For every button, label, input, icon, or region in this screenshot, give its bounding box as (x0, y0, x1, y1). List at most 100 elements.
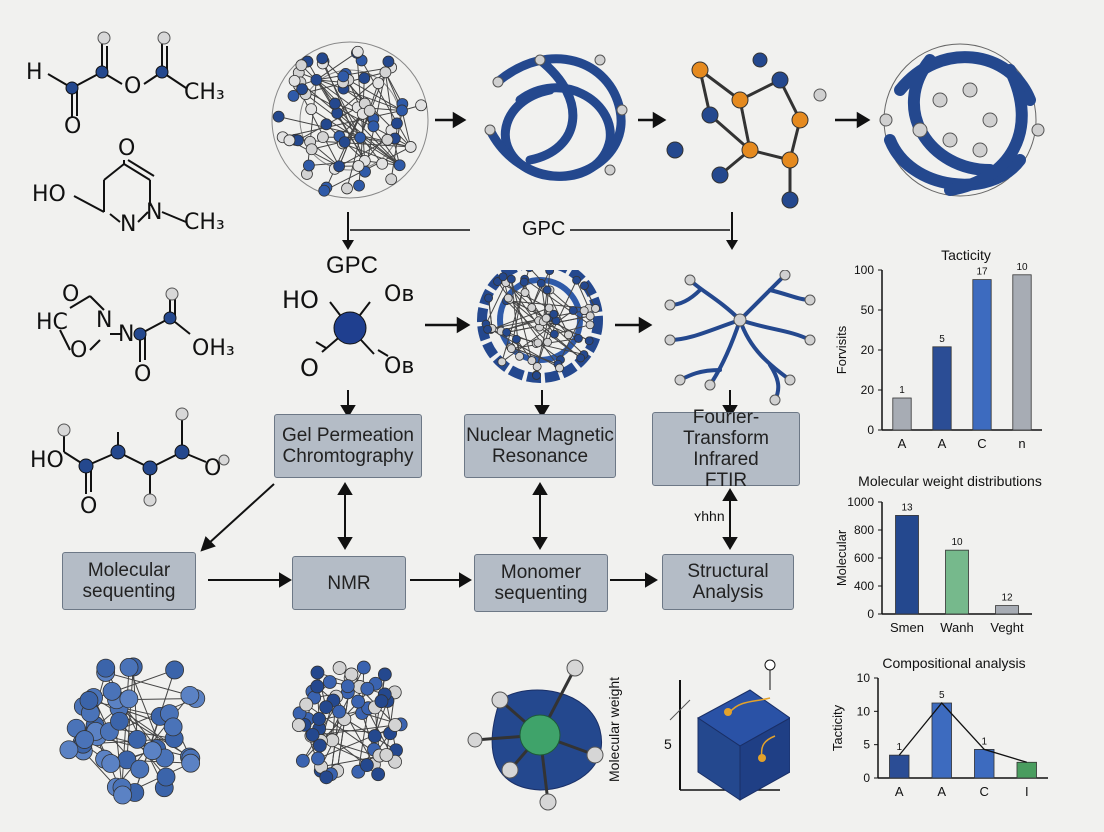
molecular-sequencing-box[interactable]: Molecular sequenting (62, 552, 196, 610)
x-tick-label: A (938, 436, 947, 451)
bar (974, 749, 995, 779)
data-label: 10 (1016, 262, 1028, 273)
bead (113, 785, 133, 805)
bead (532, 371, 541, 380)
bead (338, 136, 351, 148)
bead (549, 309, 559, 319)
bead (545, 270, 555, 275)
gpc-method-box[interactable]: Gel Permeation Chromtography (274, 414, 422, 478)
bead (329, 97, 341, 110)
bead (498, 272, 508, 282)
bead (585, 320, 595, 330)
bead (305, 727, 320, 742)
bead (283, 134, 296, 147)
bead (127, 730, 147, 749)
bar (932, 346, 952, 431)
bead (333, 160, 346, 173)
bead (385, 173, 398, 186)
charts-panel: TacticityForvisits0202050100A1A5C17n10Mo… (830, 247, 1048, 799)
bead (483, 324, 493, 334)
bead (379, 66, 392, 79)
nmr-box[interactable]: NMR (292, 556, 406, 610)
y-axis-label: Forvisits (834, 325, 849, 374)
bead (272, 110, 285, 123)
bead (519, 277, 529, 287)
bead (332, 704, 347, 719)
bead (363, 104, 376, 117)
bead (404, 141, 417, 153)
chart-title: Tacticity (941, 247, 991, 263)
bead (584, 336, 594, 346)
bead (110, 711, 129, 731)
bead (305, 143, 318, 156)
y-tick-label: 0 (867, 607, 874, 621)
bar (1016, 761, 1037, 779)
bead (542, 285, 552, 295)
trend-line (898, 702, 1027, 763)
atom-label: N (96, 308, 113, 333)
bead (497, 357, 507, 367)
bead (360, 681, 375, 696)
y-tick-label: 800 (854, 523, 874, 537)
bead (549, 329, 559, 339)
y-tick-label: 600 (854, 551, 874, 565)
bead (337, 70, 350, 83)
atom-label: N (146, 200, 163, 225)
bead (379, 748, 394, 762)
bead (515, 351, 524, 361)
x-tick-label: I (1025, 784, 1029, 799)
bead (507, 344, 516, 353)
bar (889, 754, 910, 779)
bead (579, 281, 589, 291)
bead (310, 665, 325, 680)
connector-arrows (200, 482, 738, 552)
bead (503, 293, 513, 303)
bead (359, 758, 374, 773)
bead (322, 675, 337, 689)
bead (351, 45, 364, 58)
bead (527, 303, 537, 313)
y-axis-label: Tacticity (830, 704, 845, 751)
lattice-atoms (666, 52, 827, 209)
bead (396, 104, 408, 117)
bead (353, 179, 365, 192)
atom-label: O (124, 74, 142, 99)
cube-axis-label: Molecular weight (606, 676, 622, 782)
x-tick-label: A (898, 436, 907, 451)
bead (287, 89, 300, 102)
molecule-complex-illustration (467, 659, 604, 811)
nmr-method-box[interactable]: Nuclear Magnetic Resonance (464, 414, 616, 478)
box-line: Molecular (87, 560, 171, 581)
atom-label: O (64, 114, 82, 139)
bead-network-illustration (59, 657, 206, 805)
bead (75, 730, 94, 749)
data-label: 5 (939, 334, 945, 345)
x-tick-label: n (1018, 436, 1025, 451)
box-line: Structural (687, 561, 769, 582)
bead (341, 182, 353, 195)
bead (79, 691, 99, 710)
bead (367, 729, 382, 743)
bead (356, 660, 371, 675)
bead (311, 751, 325, 766)
y-tick-label: 0 (867, 423, 874, 437)
structural-analysis-box[interactable]: Structural Analysis (662, 554, 794, 610)
bead (377, 667, 392, 682)
data-label: 17 (976, 267, 988, 278)
bead (543, 337, 552, 347)
box-line: sequenting (494, 583, 588, 604)
arrow-right-icon (615, 316, 653, 334)
atom-label: O (80, 494, 98, 519)
bar (972, 279, 992, 431)
bead (296, 83, 309, 96)
bead (332, 661, 347, 675)
box-line: Fourier-Transform (683, 407, 769, 449)
atom-label: N (118, 322, 135, 347)
monomer-sequencing-box[interactable]: Monomer sequenting (474, 554, 608, 612)
chart-3: Compositional analysisTacticity051010A1A… (830, 655, 1048, 799)
ftir-method-box[interactable]: Fourier-Transform Infrared FTIR (652, 407, 800, 491)
bead (310, 679, 325, 694)
atom-label: O (134, 362, 152, 387)
bead (381, 133, 394, 146)
